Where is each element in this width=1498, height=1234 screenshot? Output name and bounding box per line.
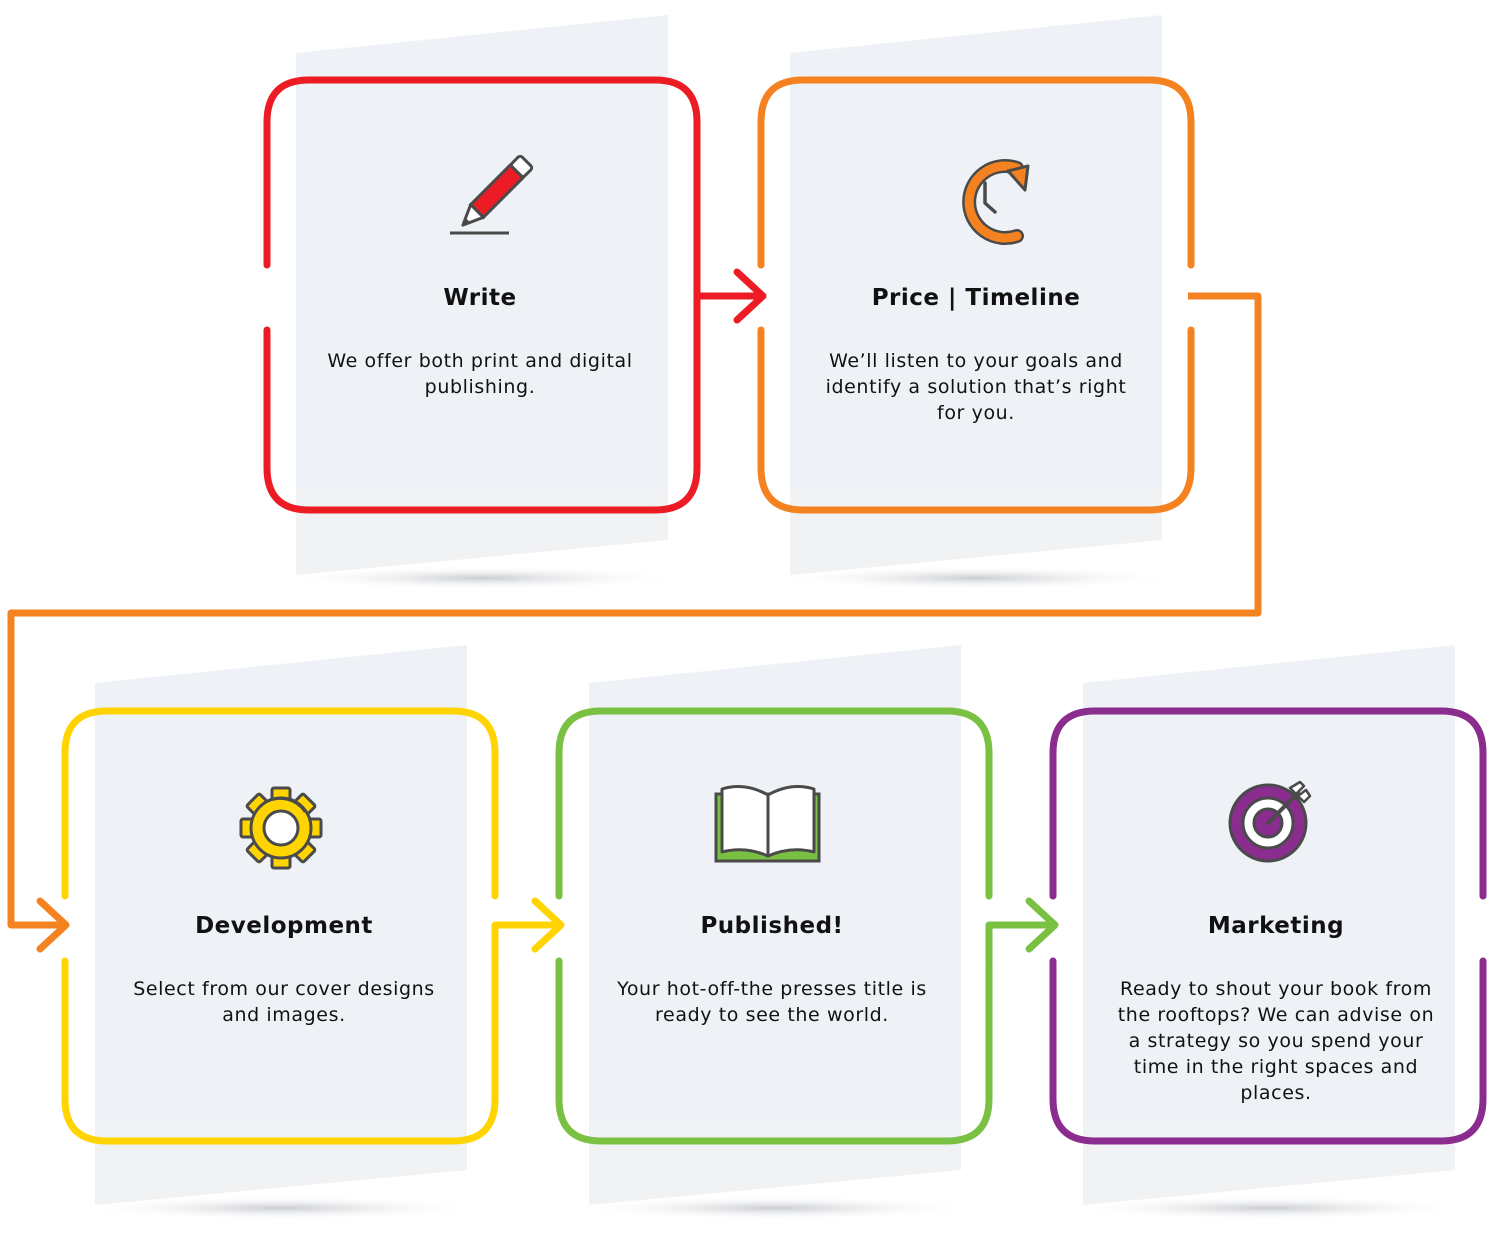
card-shadows <box>80 566 1470 1220</box>
card-panel-bottom <box>296 490 668 575</box>
connector-development-published <box>491 921 558 960</box>
card-panel <box>1083 645 1455 1120</box>
step-card-1: Write We offer both print and digital pub… <box>315 284 645 400</box>
step-description: We offer both print and digital publishi… <box>327 350 633 398</box>
card-frames <box>61 76 1487 1145</box>
step-description: Ready to shout your book from the roofto… <box>1117 978 1435 1104</box>
arrow-to-marketing <box>1025 897 1059 953</box>
step-title: Price | Timeline <box>871 285 1081 311</box>
target-icon <box>1228 780 1312 863</box>
step-title: Write <box>443 285 517 311</box>
card-shadow <box>281 566 683 590</box>
step-frame <box>1049 707 1487 1145</box>
card-shadow <box>775 566 1177 590</box>
arrow-to-price <box>733 268 767 324</box>
step-description: Select from our cover designs and images… <box>133 978 435 1026</box>
arrow-to-development <box>36 897 70 953</box>
card-panel <box>296 15 668 490</box>
card-panel-bottom <box>589 1120 961 1205</box>
card-panel-bottom <box>790 490 1162 575</box>
step-card-4: Published! Your hot-off-the presses title… <box>607 912 937 1028</box>
step-description: We’ll listen to your goals and identify … <box>825 350 1127 424</box>
connector-published-marketing <box>985 921 1052 960</box>
step-title: Marketing <box>1207 913 1345 939</box>
card-shadow <box>574 1196 976 1220</box>
step-description: Your hot-off-the presses title is ready … <box>617 978 927 1026</box>
card-shadow <box>1068 1196 1470 1220</box>
card-panel <box>790 15 1162 490</box>
step-frame <box>61 707 499 1145</box>
clock-refresh-icon <box>962 159 1030 245</box>
step-title: Published! <box>700 913 844 939</box>
arrow-to-published <box>531 897 565 953</box>
connector-price-development <box>7 292 1262 929</box>
pencil-icon <box>450 154 534 235</box>
step-frame <box>555 707 993 1145</box>
connectors <box>7 265 1262 960</box>
step-frame <box>757 76 1195 514</box>
card-panel-bottom <box>95 1120 467 1205</box>
open-book-icon <box>714 785 821 863</box>
step-frame <box>263 76 701 514</box>
card-panel <box>95 645 467 1120</box>
card-panel-bottom <box>1083 1120 1455 1205</box>
gear-icon <box>239 786 323 870</box>
step-title: Development <box>195 913 373 939</box>
card-panel <box>589 645 961 1120</box>
card-shadow <box>80 1196 482 1220</box>
